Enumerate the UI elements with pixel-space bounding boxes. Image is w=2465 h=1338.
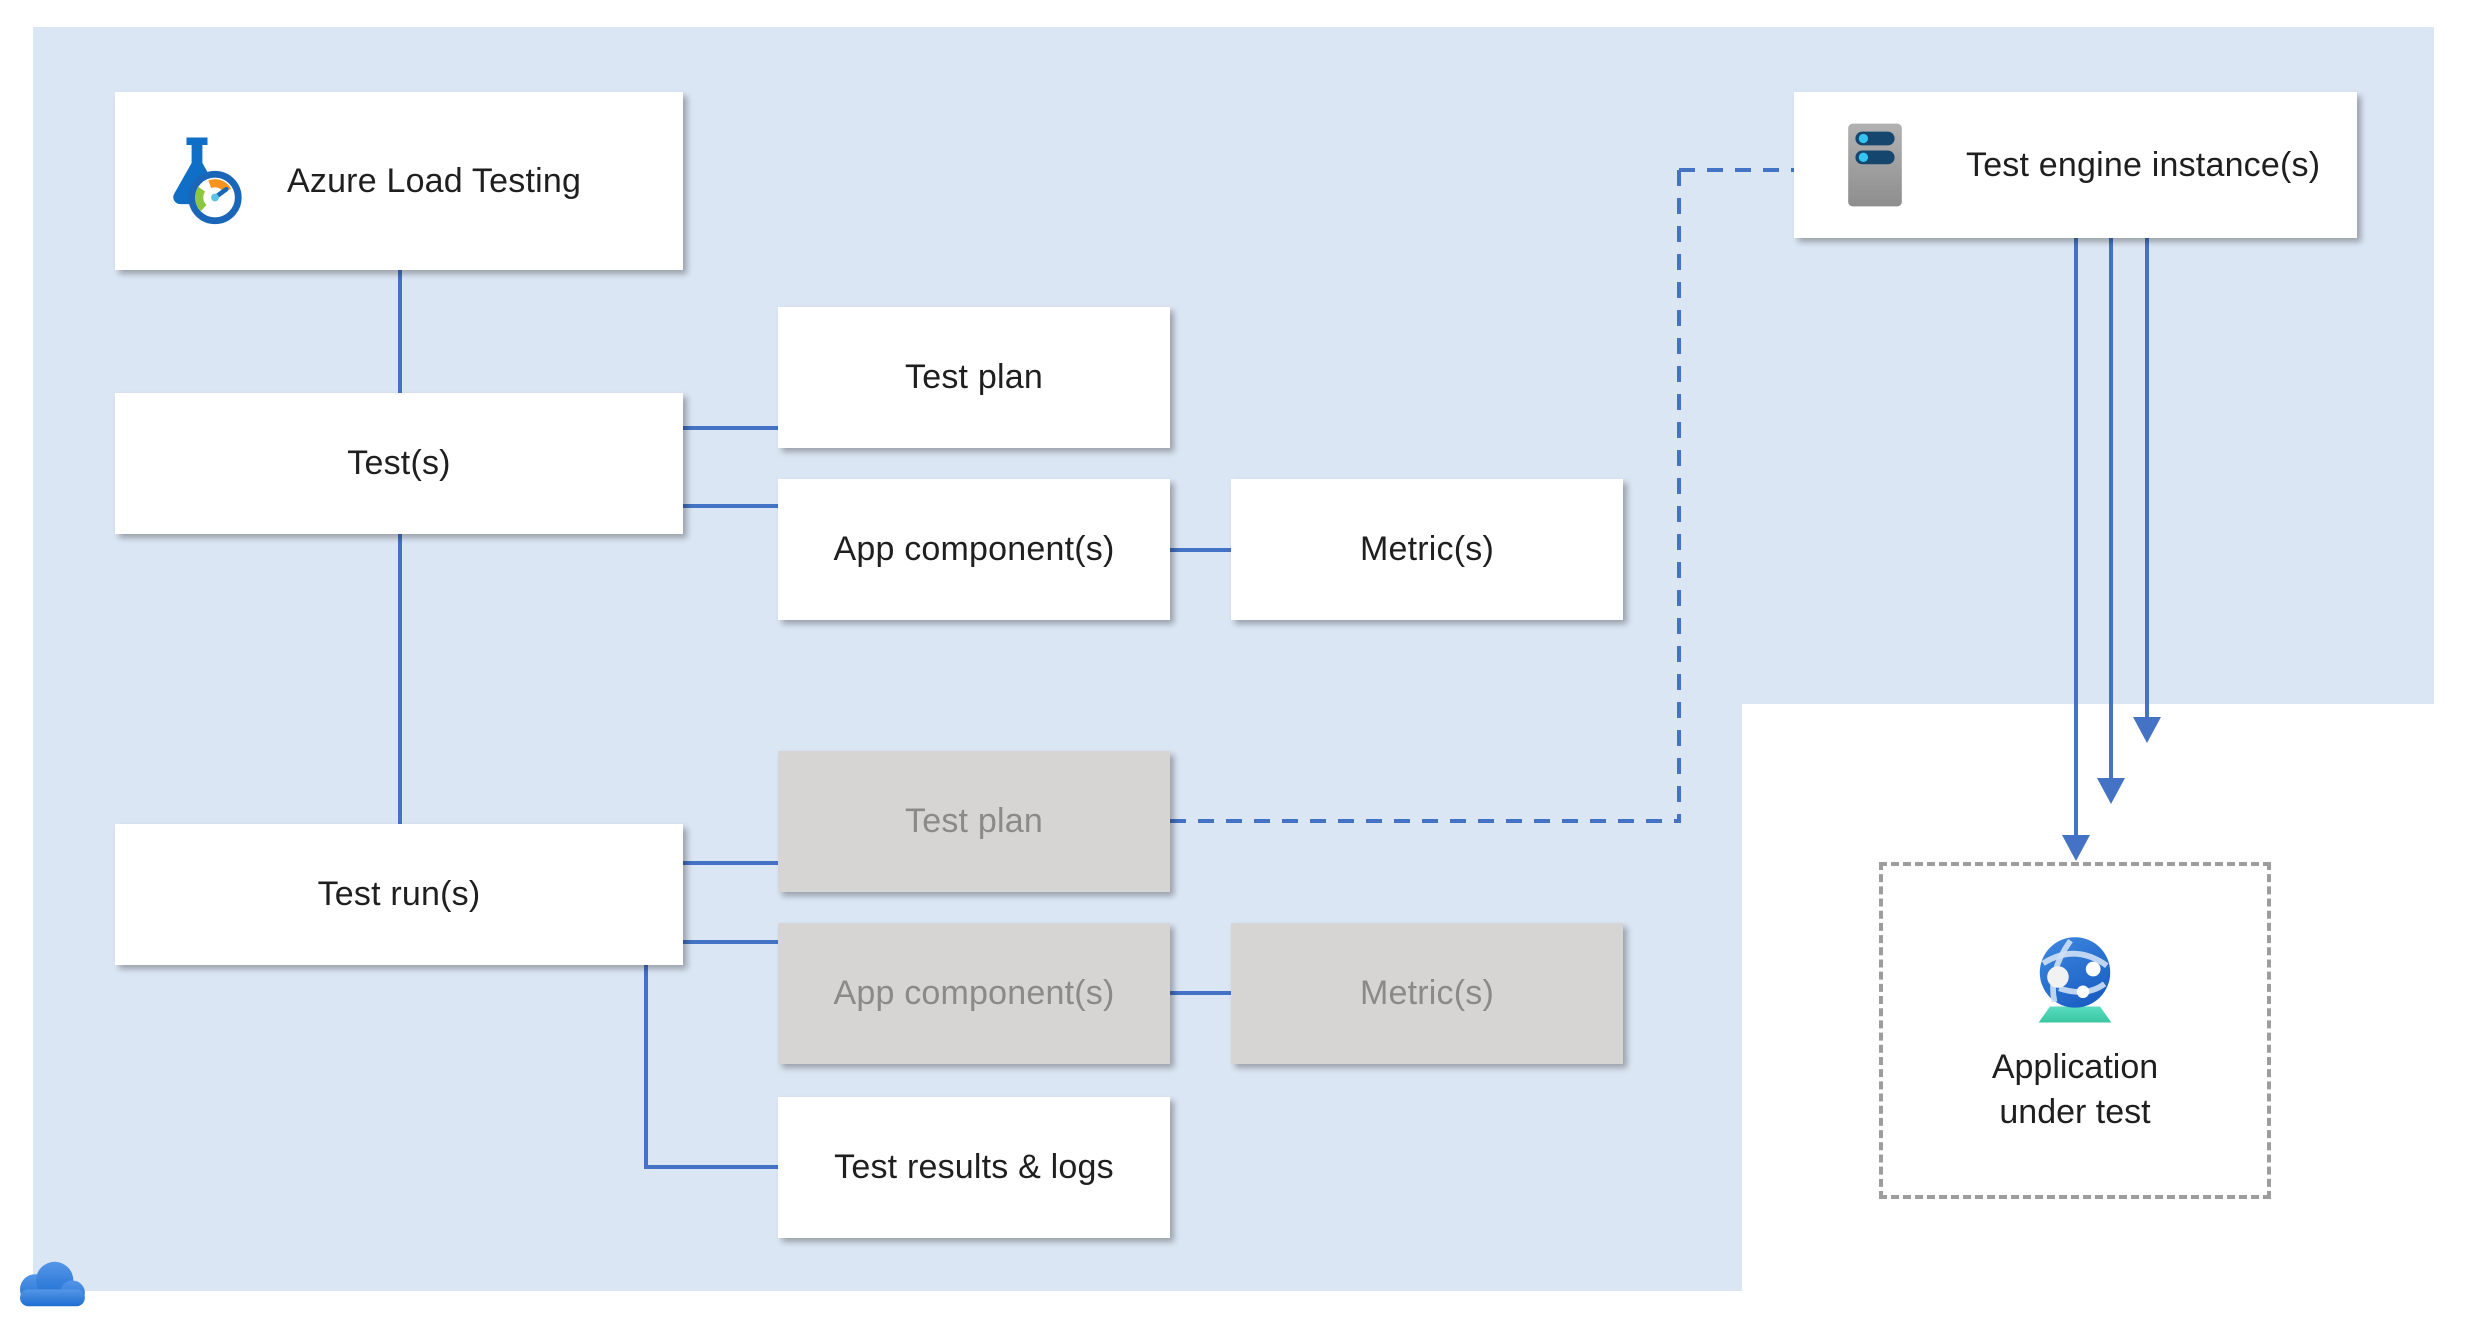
node-metrics: Metric(s) xyxy=(1231,479,1623,620)
node-azure-load-testing: Azure Load Testing xyxy=(115,92,683,270)
connector-appcomponents-run-to-metrics-run xyxy=(1170,991,1231,995)
connector-appcomponents-to-metrics xyxy=(1170,548,1231,552)
connector-testruns-to-results-vertical xyxy=(644,965,648,1169)
node-label-line1: Application xyxy=(1991,1047,2159,1086)
arrowhead-3 xyxy=(2133,717,2161,743)
azure-cloud-icon xyxy=(12,1254,92,1314)
node-app-components: App component(s) xyxy=(778,479,1170,620)
connector-testruns-to-results-horizontal xyxy=(644,1165,779,1169)
node-label: Application under test xyxy=(1992,1045,2158,1135)
node-label: Test results & logs xyxy=(834,1148,1114,1186)
node-test-plan-run: Test plan xyxy=(778,751,1170,892)
arrow-engine-to-app-1 xyxy=(2074,238,2078,836)
node-label-line2: under test xyxy=(1999,1092,2151,1131)
load-testing-flask-icon xyxy=(149,131,245,231)
node-label: Test(s) xyxy=(347,444,451,482)
server-icon xyxy=(1846,121,1904,209)
dashed-connector-testplan-run-vertical xyxy=(1677,170,1681,823)
connector-testruns-to-appcomponents-run xyxy=(683,940,778,944)
arrowhead-1 xyxy=(2062,835,2090,861)
connector-testruns-to-testplan-run xyxy=(683,861,778,865)
node-test-runs: Test run(s) xyxy=(115,824,683,965)
dashed-connector-to-testengine xyxy=(1679,168,1794,172)
node-metrics-run: Metric(s) xyxy=(1231,923,1623,1064)
connector-tests-to-appcomponents xyxy=(683,504,778,508)
node-label: Metric(s) xyxy=(1360,974,1494,1012)
node-application-under-test: Application under test xyxy=(1879,862,2271,1199)
arrow-engine-to-app-2 xyxy=(2109,238,2113,779)
node-label: App component(s) xyxy=(833,530,1115,568)
globe-icon xyxy=(2020,927,2130,1027)
node-tests: Test(s) xyxy=(115,393,683,534)
node-label: Test run(s) xyxy=(317,875,481,913)
node-label: Test engine instance(s) xyxy=(1966,145,2321,184)
node-label: App component(s) xyxy=(833,974,1115,1012)
arrow-engine-to-app-3 xyxy=(2145,238,2149,718)
connector-alt-to-tests xyxy=(398,270,402,393)
connector-tests-to-testplan xyxy=(683,426,778,430)
node-label: Test plan xyxy=(905,802,1043,840)
node-test-results-logs: Test results & logs xyxy=(778,1097,1170,1238)
node-test-engine-instances: Test engine instance(s) xyxy=(1794,92,2357,238)
node-label: Azure Load Testing xyxy=(287,161,582,200)
node-test-plan: Test plan xyxy=(778,307,1170,448)
node-label: Test plan xyxy=(905,358,1043,396)
node-app-components-run: App component(s) xyxy=(778,923,1170,1064)
connector-tests-to-testruns xyxy=(398,534,402,824)
node-label: Metric(s) xyxy=(1360,530,1494,568)
dashed-connector-testplan-run-horizontal xyxy=(1170,819,1679,823)
arrowhead-2 xyxy=(2097,778,2125,804)
